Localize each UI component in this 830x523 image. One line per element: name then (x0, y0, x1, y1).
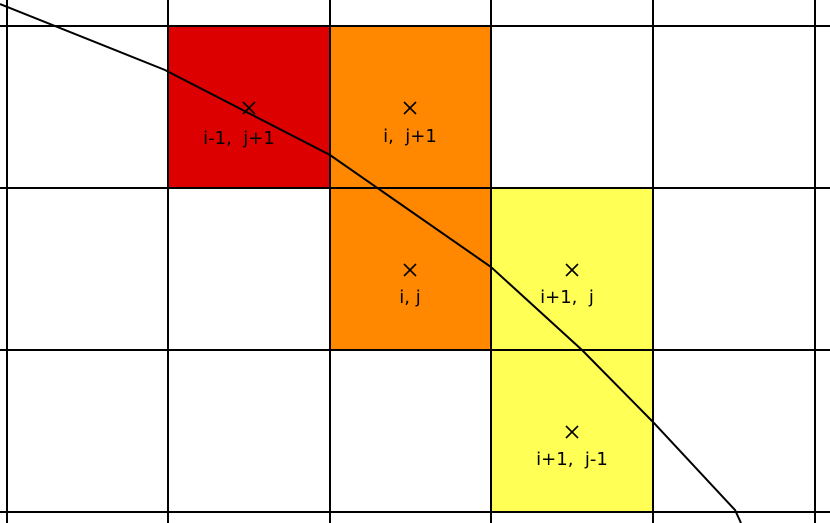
x-mark-icon (565, 263, 579, 277)
cell-label: i+1, j-1 (536, 449, 608, 470)
cell-label: i, j (399, 287, 420, 308)
cell-label: i+1, j (540, 287, 594, 308)
boundary-curve (0, 3, 742, 523)
x-mark-icon (403, 263, 417, 277)
x-mark-icon (242, 101, 256, 115)
cell-label: i, j+1 (383, 126, 437, 147)
x-mark-icon (565, 425, 579, 439)
cell-label: i-1, j+1 (203, 128, 275, 149)
x-mark-icon (403, 101, 417, 115)
